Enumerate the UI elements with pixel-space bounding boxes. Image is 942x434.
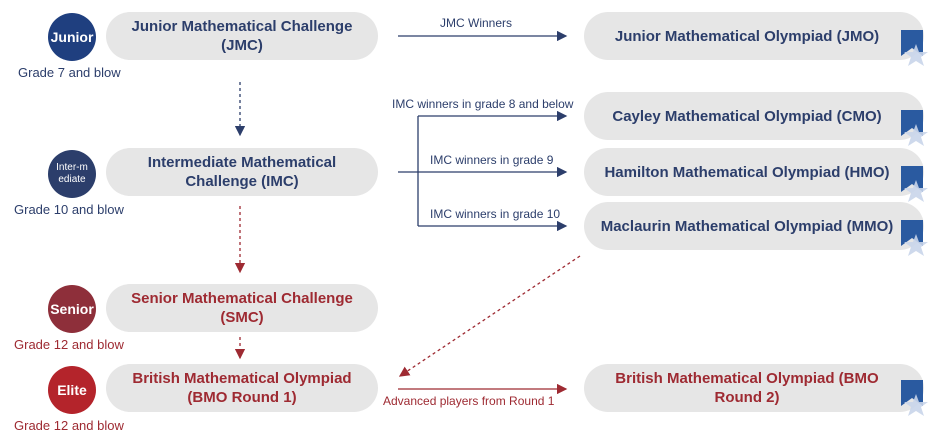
node-mmo-label: Maclaurin Mathematical Olympiad (MMO) — [600, 217, 894, 235]
award-icon-cmo — [901, 110, 928, 146]
grade-label-junior: Grade 7 and blow — [18, 65, 121, 80]
node-cmo: Cayley Mathematical Olympiad (CMO) — [584, 92, 924, 140]
edge-label-jmc-winners: JMC Winners — [440, 16, 513, 30]
badge-elite: Elite — [48, 366, 96, 414]
node-bmo1: British Mathematical Olympiad (BMO Round… — [106, 364, 378, 412]
award-icon-hmo — [901, 166, 928, 202]
edge-label-advanced: Advanced players from Round 1 — [383, 394, 555, 408]
node-bmo2-label: British Mathematical Olympiad (BMO Round… — [615, 370, 879, 406]
node-smc: Senior Mathematical Challenge (SMC) — [106, 284, 378, 332]
node-jmo-label: Junior Mathematical Olympiad (JMO) — [614, 27, 880, 45]
badge-junior: Junior — [48, 13, 96, 61]
badge-intermediate: Inter-mediate — [48, 150, 96, 198]
node-smc-label: Senior Mathematical Challenge (SMC) — [131, 290, 353, 326]
node-jmo: Junior Mathematical Olympiad (JMO) — [584, 12, 924, 60]
grade-label-elite: Grade 12 and blow — [14, 418, 124, 433]
edge-label-imc-grade8: IMC winners in grade 8 and below — [392, 97, 574, 111]
node-bmo1-label: British Mathematical Olympiad (BMO Round… — [132, 370, 352, 406]
node-hmo: Hamilton Mathematical Olympiad (HMO) — [584, 148, 924, 196]
node-jmc-label: Junior Mathematical Challenge (JMC) — [131, 18, 353, 54]
node-bmo2: British Mathematical Olympiad (BMO Round… — [584, 364, 924, 412]
node-hmo-label: Hamilton Mathematical Olympiad (HMO) — [604, 163, 890, 181]
node-mmo: Maclaurin Mathematical Olympiad (MMO) — [584, 202, 924, 250]
node-imc-label: Intermediate Mathematical Challenge (IMC… — [147, 154, 337, 190]
award-icon-bmo2 — [901, 380, 928, 416]
edge-mmo-bmo1 — [398, 255, 581, 377]
edge-label-imc-grade10: IMC winners in grade 10 — [430, 207, 561, 221]
grade-label-senior: Grade 12 and blow — [14, 337, 124, 352]
node-imc: Intermediate Mathematical Challenge (IMC… — [106, 148, 378, 196]
node-jmc: Junior Mathematical Challenge (JMC) — [106, 12, 378, 60]
award-icon-jmo — [901, 30, 928, 66]
edge-label-imc-grade9: IMC winners in grade 9 — [430, 153, 554, 167]
grade-label-intermediate: Grade 10 and blow — [14, 202, 124, 217]
badge-senior: Senior — [48, 285, 96, 333]
node-cmo-label: Cayley Mathematical Olympiad (CMO) — [612, 107, 882, 125]
award-icon-mmo — [901, 220, 928, 256]
